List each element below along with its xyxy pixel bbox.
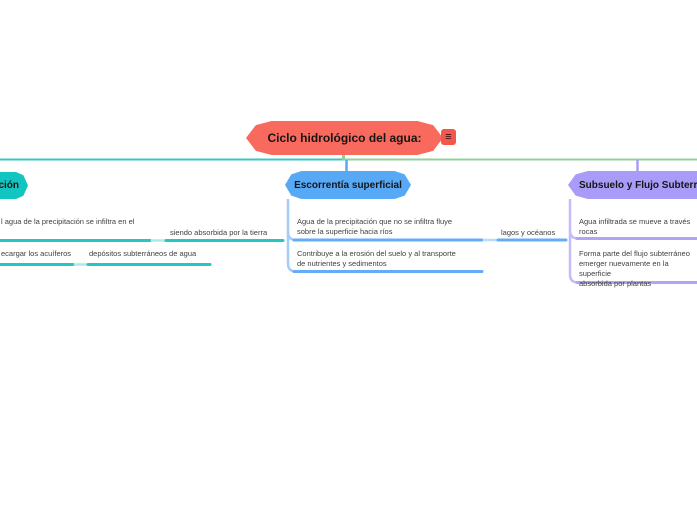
branch-node-subsuelo-flujo-subterraneo[interactable]: Subsuelo y Flujo Subterrá (568, 171, 697, 199)
subtopic-infiltracion-2b[interactable]: depósitos subterráneos de agua (89, 249, 197, 258)
subtopic-subsuelo-2[interactable]: Forma parte del flujo subterráneo emerge… (579, 249, 690, 288)
subtopic-infiltracion-2[interactable]: ecargar los acuíferos (1, 249, 72, 258)
subtopic-escorrentia-2[interactable]: Contribuye a la erosión del suelo y al t… (297, 249, 456, 268)
branch-node-escorrentia-superficial[interactable]: Escorrentía superficial (285, 171, 411, 199)
subtopic-infiltracion-1[interactable]: l agua de la precipitación se infiltra e… (1, 217, 135, 226)
subtopic-infiltracion-1b[interactable]: siendo absorbida por la tierra (170, 228, 268, 237)
subtopic-escorrentia-1b[interactable]: lagos y océanos (501, 228, 556, 237)
subtopic-subsuelo-1[interactable]: Agua infiltrada se mueve a través rocas (579, 217, 691, 236)
notes-icon[interactable]: ≡ (441, 129, 456, 145)
central-topic-ciclo-hidrologico[interactable]: Ciclo hidrológico del agua: (246, 121, 443, 155)
subtopic-escorrentia-1[interactable]: Agua de la precipitación que no se infil… (297, 217, 453, 236)
branch-node-infiltracion[interactable]: ción (0, 172, 28, 199)
